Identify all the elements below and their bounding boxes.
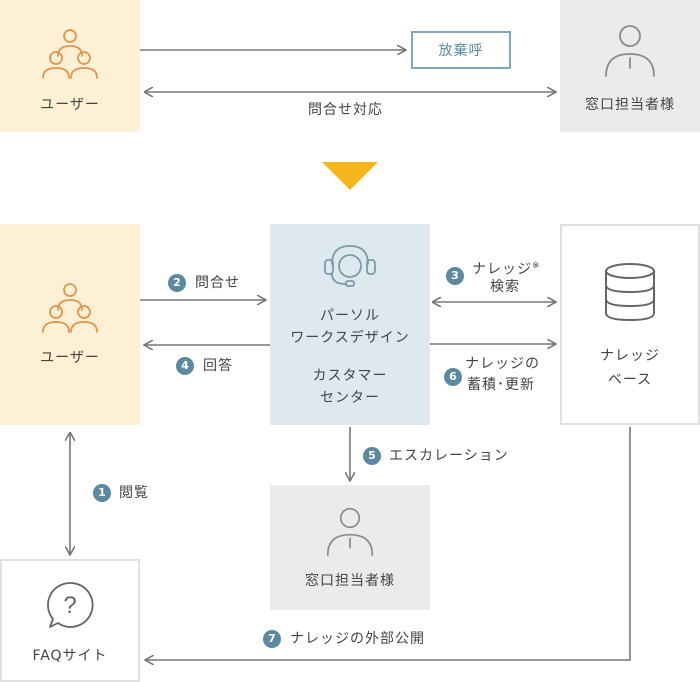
user-box: ユーザー xyxy=(0,224,140,425)
agent-person-icon xyxy=(326,507,374,556)
customer-center-box: パーソル ワークスデザイン カスタマー センター xyxy=(270,224,430,425)
step-6-line2: 蓄積･更新 xyxy=(467,377,535,393)
step-3-line2: 検索 xyxy=(490,279,520,295)
step-2-label: 問合せ xyxy=(195,275,240,291)
kb-line2: ベース xyxy=(607,372,653,388)
step-4-label: 回答 xyxy=(203,358,233,374)
question-bubble-icon: ? xyxy=(47,582,94,628)
users-group-icon xyxy=(42,29,98,79)
center-line1: パーソル xyxy=(320,308,380,324)
kb-line1: ナレッジ xyxy=(600,348,660,364)
center-line2: ワークスデザイン xyxy=(290,330,410,346)
step-3-badge: 3 xyxy=(446,267,464,285)
abandon-call-box: 放棄呼 xyxy=(411,31,511,69)
inquiry-label: 問合せ対応 xyxy=(308,102,383,118)
top-user-label: ユーザー xyxy=(40,97,100,113)
abandon-call-label: 放棄呼 xyxy=(438,43,484,59)
center-line3: カスタマー xyxy=(312,368,388,384)
agent-box: 窓口担当者様 xyxy=(270,485,430,610)
database-icon xyxy=(605,263,655,322)
step-5-label: エスカレーション xyxy=(389,448,509,464)
center-line4: センター xyxy=(320,390,380,406)
users-group-icon xyxy=(42,283,98,333)
step-2-badge: 2 xyxy=(168,274,186,292)
top-user-box: ユーザー xyxy=(0,0,140,132)
top-agent-label: 窓口担当者様 xyxy=(585,97,675,113)
step-1-label: 閲覧 xyxy=(119,485,149,501)
agent-person-icon xyxy=(605,25,655,77)
knowledge-base-box: ナレッジ ベース xyxy=(560,224,700,425)
arrow-step7 xyxy=(146,427,631,660)
faq-site-box: ? FAQサイト xyxy=(0,559,140,682)
step-3-note-mark: ※ xyxy=(532,261,541,271)
step-7-label: ナレッジの外部公開 xyxy=(290,631,425,647)
step-4-badge: 4 xyxy=(176,357,194,375)
top-agent-box: 窓口担当者様 xyxy=(560,0,700,132)
step-6-badge: 6 xyxy=(444,368,462,386)
agent-label: 窓口担当者様 xyxy=(305,573,395,589)
faq-label: FAQサイト xyxy=(32,648,108,664)
user-label: ユーザー xyxy=(40,350,100,366)
step-3-line1: ナレッジ※ xyxy=(472,261,541,278)
step-1-badge: 1 xyxy=(93,484,111,502)
svg-text:?: ? xyxy=(63,592,76,619)
step-6-line1: ナレッジの xyxy=(465,356,540,372)
step-7-badge: 7 xyxy=(263,630,281,648)
headset-icon xyxy=(324,245,376,287)
down-triangle xyxy=(322,162,378,190)
step-5-badge: 5 xyxy=(363,447,381,465)
